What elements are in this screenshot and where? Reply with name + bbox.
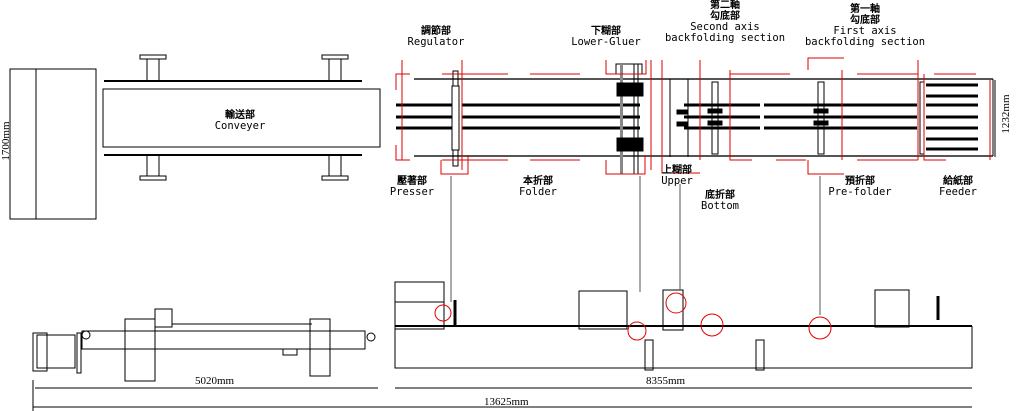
label-folder: 本折部 Folder bbox=[506, 176, 570, 198]
dim-conveyer-width: 1700mm bbox=[0, 121, 12, 161]
label-bottom: 底折部 Bottom bbox=[690, 190, 750, 212]
label-conveyer-en: Conveyer bbox=[214, 120, 266, 132]
label-feeder-en: Feeder bbox=[939, 186, 977, 198]
label-conveyer: 輸送部 Conveyer bbox=[200, 110, 280, 132]
label-upper-zh: 上糊部 bbox=[662, 165, 692, 176]
dim-conveyer-length: 5020mm bbox=[195, 375, 235, 387]
label-bottom-en: Bottom bbox=[701, 200, 739, 212]
label-first-axis-en1: First axis bbox=[833, 25, 897, 37]
label-regulator: 調節部 Regulator bbox=[396, 26, 476, 48]
label-folder-zh: 本折部 bbox=[523, 176, 553, 187]
label-presser: 壓著部 Presser bbox=[380, 176, 444, 198]
label-first-axis-en2: backfolding section bbox=[804, 36, 926, 48]
label-pre-folder-en: Pre-folder bbox=[828, 186, 892, 198]
dim-machine-width: 1232mm bbox=[1000, 94, 1012, 134]
label-second-axis: 第二軸 勾底部 Second axis backfolding section bbox=[655, 0, 795, 44]
label-first-axis-zh2: 勾底部 bbox=[850, 15, 880, 26]
label-second-axis-zh2: 勾底部 bbox=[710, 11, 740, 22]
machine-top-view bbox=[396, 63, 994, 175]
label-lower-gluer-zh: 下糊部 bbox=[591, 26, 621, 37]
label-presser-en: Presser bbox=[389, 186, 435, 198]
conveyer-end-view bbox=[9, 68, 97, 220]
label-feeder-zh: 給紙部 bbox=[943, 176, 973, 187]
dim-total-length: 13625mm bbox=[484, 396, 529, 408]
label-pre-folder-zh: 預折部 bbox=[845, 176, 875, 187]
label-first-axis-zh1: 第一軸 bbox=[850, 4, 880, 15]
label-presser-zh: 壓著部 bbox=[397, 176, 427, 187]
dim-machine-length: 8355mm bbox=[646, 375, 686, 387]
label-upper-en: Upper bbox=[661, 175, 693, 187]
label-first-axis: 第一軸 勾底部 First axis backfolding section bbox=[795, 4, 935, 48]
label-lower-gluer: 下糊部 Lower-Gluer bbox=[556, 26, 656, 48]
label-folder-en: Folder bbox=[519, 186, 557, 198]
label-lower-gluer-en: Lower-Gluer bbox=[571, 36, 641, 48]
label-second-axis-en2: backfolding section bbox=[664, 32, 786, 44]
label-feeder: 給紙部 Feeder bbox=[926, 176, 990, 198]
label-second-axis-zh1: 第二軸 bbox=[710, 0, 740, 11]
conveyer-top-view bbox=[102, 54, 381, 181]
label-regulator-en: Regulator bbox=[407, 36, 465, 48]
label-conveyer-zh: 輸送部 bbox=[225, 110, 255, 121]
dimension-lines bbox=[9, 69, 996, 411]
side-elevation bbox=[32, 281, 973, 382]
label-pre-folder: 預折部 Pre-folder bbox=[820, 176, 900, 198]
section-brackets bbox=[395, 57, 991, 175]
label-bottom-zh: 底折部 bbox=[705, 190, 735, 201]
label-second-axis-en1: Second axis bbox=[690, 21, 760, 33]
label-regulator-zh: 調節部 bbox=[421, 26, 451, 37]
leader-lines bbox=[450, 176, 821, 315]
label-upper: 上糊部 Upper bbox=[652, 165, 702, 187]
